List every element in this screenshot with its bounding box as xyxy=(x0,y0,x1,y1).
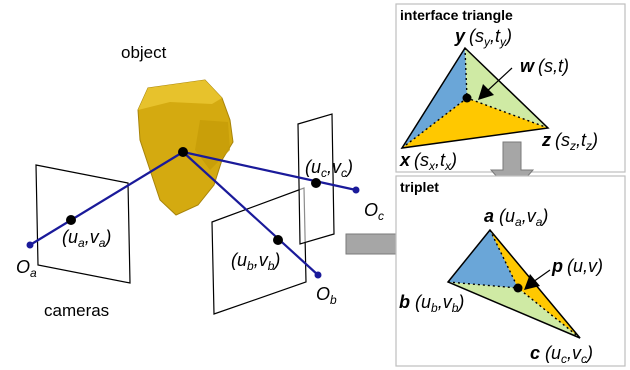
triplet-pointer-p xyxy=(532,269,551,283)
interface-triangle-outline xyxy=(400,46,550,149)
interface-dotted-lines xyxy=(401,47,549,149)
projection-point-b xyxy=(273,235,283,245)
triplet-point-label: p(u,v) xyxy=(551,256,603,276)
projection-label-c: (uc,vc) xyxy=(305,157,353,180)
interface-vertex-x: x(sx,tx) xyxy=(399,150,457,173)
triplet-dotted-lines xyxy=(447,229,581,339)
object-label: object xyxy=(121,43,167,62)
camera-center-label-b: Ob xyxy=(316,284,337,307)
triplet-point-p xyxy=(513,283,523,293)
triplet-title: triplet xyxy=(400,179,439,195)
interface-vertex-z: z(sz,tz) xyxy=(541,130,598,153)
scene-point xyxy=(178,147,188,157)
triplet-pointer-head xyxy=(524,274,540,290)
triplet-region-blue xyxy=(448,230,518,288)
camera-center-label-c: Oc xyxy=(364,200,384,223)
triplet-vertex-b: b(ub,vb) xyxy=(399,292,464,315)
interface-vertex-y: y(sy,ty) xyxy=(454,26,512,49)
camera-plane-a xyxy=(35,164,131,284)
camera-center-b xyxy=(314,271,322,279)
interface-region-yellow xyxy=(402,98,548,148)
camera-center-c xyxy=(352,186,360,194)
projection-point-c xyxy=(311,178,321,188)
camera-rays xyxy=(29,150,357,276)
interface-pointer-w xyxy=(484,67,513,94)
object-shape xyxy=(137,79,234,216)
triplet-vertex-c: c(uc,vc) xyxy=(530,343,593,366)
interface-triangle-title: interface triangle xyxy=(400,7,513,23)
triplet-vertex-a: a(ua,va) xyxy=(484,206,548,229)
interface-pointer-head xyxy=(478,84,494,100)
camera-center-a xyxy=(26,241,34,249)
camera-center-label-a: Oa xyxy=(16,257,37,280)
interface-point-label: w(s,t) xyxy=(520,56,569,76)
interface-point-w xyxy=(462,93,472,103)
camera-plane-b xyxy=(211,187,307,315)
cameras-label: cameras xyxy=(44,301,109,320)
projection-point-a xyxy=(66,215,76,225)
